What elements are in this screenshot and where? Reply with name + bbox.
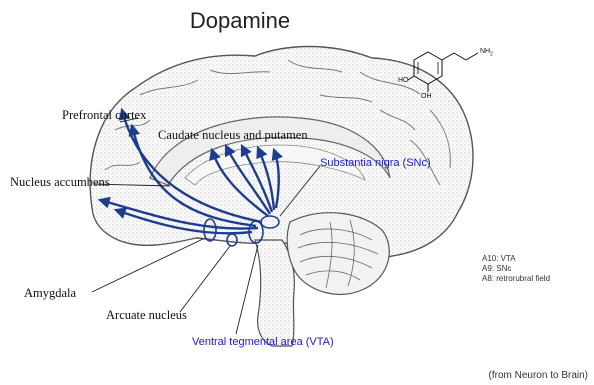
- label-prefrontal-cortex: Prefrontal cortex: [62, 108, 146, 123]
- label-arcuate-nucleus: Arcuate nucleus: [106, 308, 187, 323]
- label-substantia-nigra: Substantia nigra (SNc): [320, 157, 431, 169]
- legend: A10: VTA A9: SNc A8: retrorubral field: [482, 254, 550, 284]
- source-credit: (from Neuron to Brain): [489, 370, 588, 381]
- hydroxyl-label-2: OH: [421, 93, 432, 100]
- legend-a10: A10: VTA: [482, 254, 550, 264]
- cerebellum: [287, 213, 389, 295]
- label-amygdala: Amygdala: [24, 286, 76, 301]
- amine-label: NH2: [480, 48, 493, 57]
- label-vta: Ventral tegmental area (VTA): [192, 336, 334, 348]
- hydroxyl-label-1: HO: [398, 77, 409, 84]
- label-caudate-putamen: Caudate nucleus and putamen: [158, 128, 308, 143]
- legend-a9: A9: SNc: [482, 264, 550, 274]
- label-nucleus-accumbens: Nucleus accumbens: [10, 175, 110, 190]
- legend-a8: A8: retrorubral field: [482, 274, 550, 284]
